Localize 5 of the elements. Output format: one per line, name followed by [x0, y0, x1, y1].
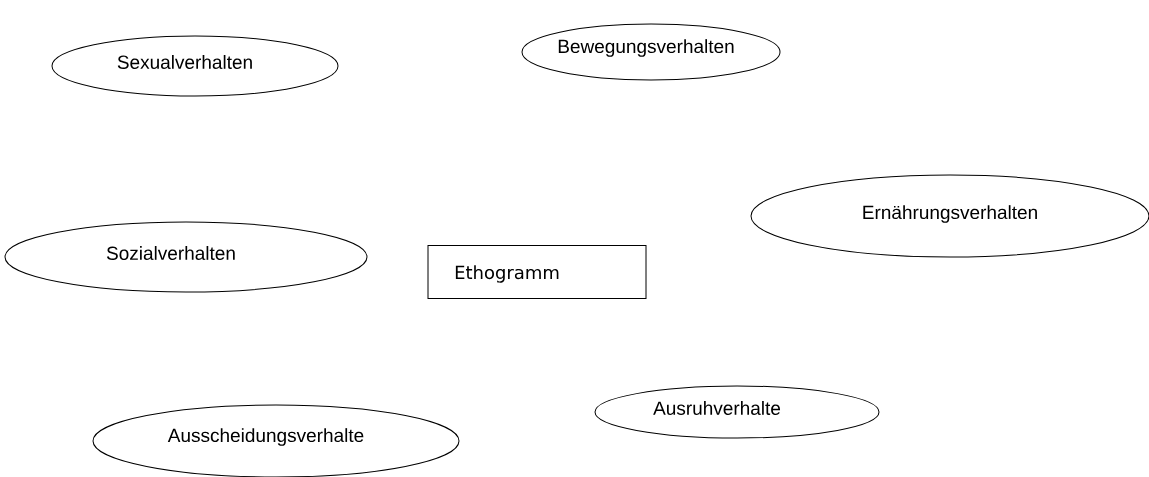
ellipse-node: Bewegungsverhalten [521, 23, 781, 81]
ellipse-node: Ausruhverhalte [594, 385, 880, 439]
ellipse-node: Sexualverhalten [51, 35, 339, 97]
ellipse-node: Sozialverhalten [4, 221, 368, 293]
text-box: Ethogramm [427, 245, 647, 299]
